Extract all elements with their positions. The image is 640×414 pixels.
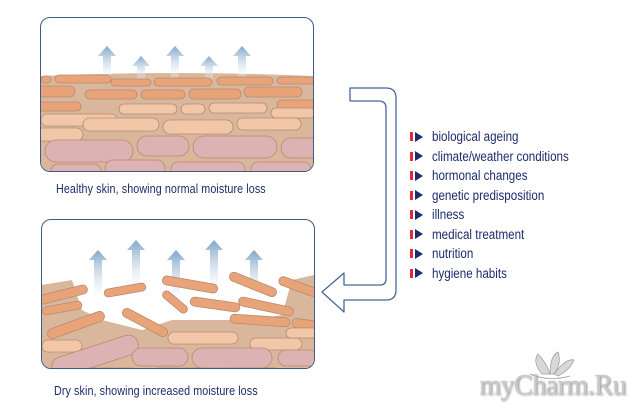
factor-list: biological ageing climate/weather conditi… bbox=[410, 127, 591, 283]
healthy-skin-caption: Healthy skin, showing normal moisture lo… bbox=[56, 182, 266, 196]
factor-label: hygiene habits bbox=[432, 265, 507, 281]
factor-label: biological ageing bbox=[432, 129, 519, 145]
skin-cell bbox=[104, 159, 166, 171]
skin-cell bbox=[249, 337, 303, 351]
factor-item: hygiene habits bbox=[410, 264, 591, 284]
watermark-text: myCharm.Ru bbox=[479, 370, 626, 401]
skin-cell bbox=[238, 296, 294, 317]
factor-label: medical treatment bbox=[432, 226, 525, 242]
skin-cell bbox=[170, 161, 246, 171]
skin-cell bbox=[136, 135, 190, 157]
skin-cell bbox=[103, 282, 147, 298]
skin-cell bbox=[50, 163, 102, 171]
skin-cell bbox=[180, 103, 206, 115]
bullet-arrow-icon bbox=[410, 131, 432, 142]
skin-cell bbox=[140, 89, 186, 100]
factor-label: illness bbox=[432, 207, 465, 223]
skin-cell bbox=[216, 76, 274, 86]
bullet-arrow-icon bbox=[410, 268, 432, 279]
bullet-arrow-icon bbox=[410, 229, 432, 240]
skin-cell bbox=[277, 349, 314, 367]
moisture-arrow-icon bbox=[205, 240, 223, 295]
skin-cell bbox=[191, 347, 273, 368]
factor-item: hormonal changes bbox=[410, 166, 591, 186]
moisture-arrow-icon bbox=[132, 56, 150, 80]
factor-item: medical treatment bbox=[410, 225, 591, 245]
skin-cell bbox=[121, 307, 169, 338]
factor-item: illness bbox=[410, 205, 591, 225]
factor-label: hormonal changes bbox=[432, 168, 528, 184]
skin-cell bbox=[41, 101, 82, 112]
bullet-arrow-icon bbox=[410, 151, 432, 162]
skin-cell bbox=[41, 75, 52, 84]
skin-cell bbox=[110, 78, 152, 87]
factor-label: nutrition bbox=[432, 246, 474, 262]
skin-cell bbox=[285, 327, 314, 339]
skin-cell bbox=[42, 300, 83, 316]
factor-label: genetic predisposition bbox=[432, 187, 545, 203]
skin-cell bbox=[280, 137, 313, 159]
skin-cell bbox=[44, 139, 134, 163]
dry-skin-caption: Dry skin, showing increased moisture los… bbox=[54, 384, 258, 398]
skin-cell bbox=[54, 74, 112, 84]
moisture-arrow-icon bbox=[89, 250, 107, 300]
skin-cell bbox=[42, 284, 88, 305]
skin-cell bbox=[162, 119, 234, 135]
skin-cell bbox=[51, 334, 139, 368]
moisture-arrow-icon bbox=[127, 240, 145, 290]
skin-cell bbox=[161, 275, 219, 294]
bullet-arrow-icon bbox=[410, 209, 432, 220]
skin-cell bbox=[243, 86, 303, 98]
skin-cell bbox=[278, 276, 314, 297]
skin-cell bbox=[162, 290, 188, 314]
lotus-icon bbox=[529, 351, 575, 379]
moisture-arrow-icon bbox=[245, 250, 263, 300]
skin-cell bbox=[229, 271, 277, 298]
skin-cell bbox=[41, 127, 84, 142]
watermark: myCharm.Ru bbox=[470, 350, 635, 410]
skin-cell bbox=[270, 107, 313, 119]
moisture-arrow-icon bbox=[98, 46, 116, 80]
skin-cell bbox=[188, 88, 242, 100]
skin-cell bbox=[167, 331, 239, 345]
moisture-arrow-icon bbox=[166, 46, 184, 78]
skin-cell bbox=[189, 296, 241, 313]
factor-item: biological ageing bbox=[410, 127, 591, 147]
factor-label: climate/weather conditions bbox=[432, 148, 569, 164]
dry-skin-panel bbox=[41, 219, 315, 369]
bullet-arrow-icon bbox=[410, 190, 432, 201]
bullet-arrow-icon bbox=[410, 170, 432, 181]
skin-cell bbox=[41, 85, 76, 98]
factor-item: nutrition bbox=[410, 244, 591, 264]
skin-cell bbox=[47, 311, 105, 339]
skin-cell bbox=[250, 161, 312, 171]
skin-cell bbox=[276, 76, 313, 85]
skin-cell bbox=[153, 77, 213, 87]
healthy-skin-panel bbox=[40, 17, 314, 172]
skin-cell bbox=[131, 347, 189, 367]
flow-arrow-icon bbox=[321, 87, 397, 313]
skin-cell bbox=[84, 89, 138, 100]
skin-cell bbox=[42, 339, 83, 353]
dry-skin-illustration bbox=[42, 240, 314, 368]
skin-cell bbox=[82, 117, 160, 132]
skin-cell bbox=[236, 117, 302, 131]
bullet-arrow-icon bbox=[410, 248, 432, 259]
skin-cell bbox=[208, 102, 268, 114]
moisture-arrow-icon bbox=[200, 56, 218, 80]
skin-cell bbox=[229, 313, 291, 328]
healthy-skin-illustration bbox=[41, 46, 313, 171]
skin-cell bbox=[118, 103, 178, 115]
factor-item: genetic predisposition bbox=[410, 186, 591, 206]
skin-cell bbox=[192, 135, 278, 159]
factor-item: climate/weather conditions bbox=[410, 147, 591, 167]
moisture-arrow-icon bbox=[233, 46, 251, 78]
